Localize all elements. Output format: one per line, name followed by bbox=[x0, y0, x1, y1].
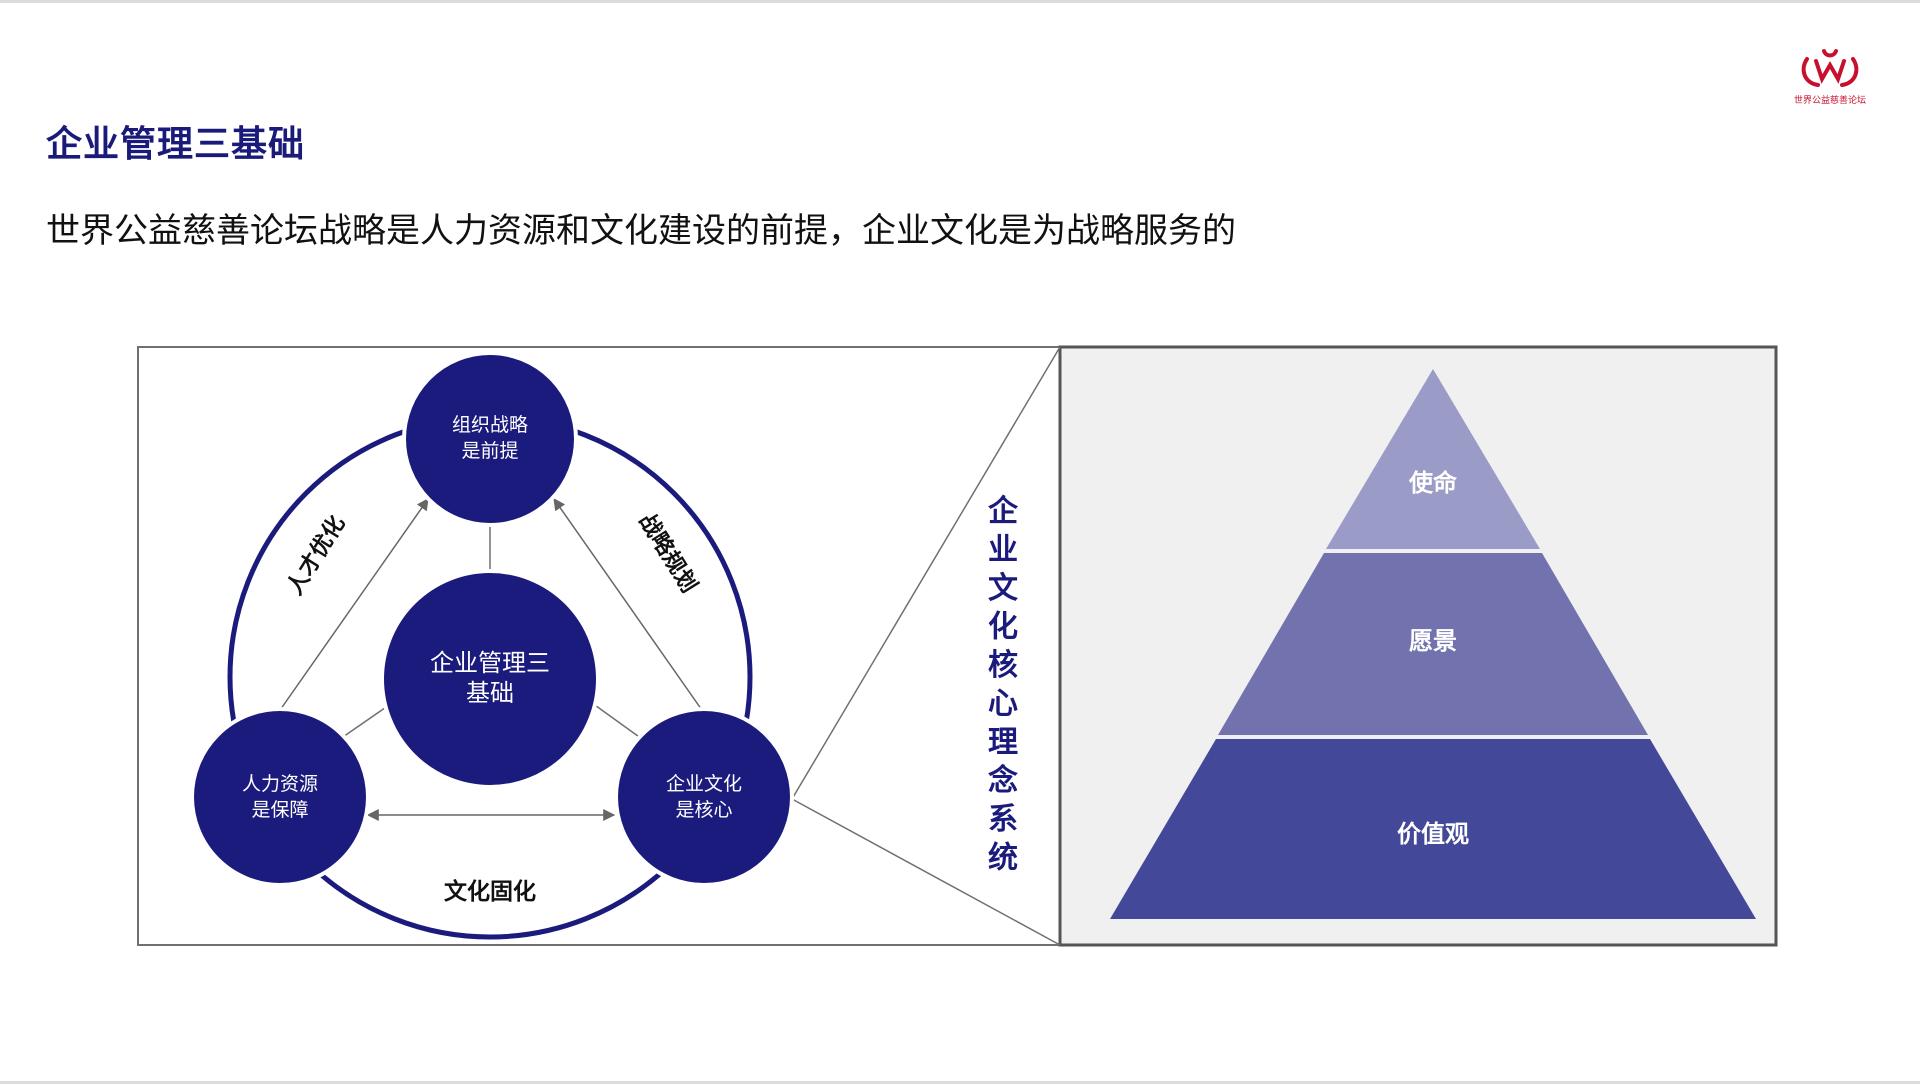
vertical-label-char: 核 bbox=[988, 648, 1018, 683]
arrow-right-to-top bbox=[553, 498, 705, 714]
node-right-label-line1: 企业文化 bbox=[666, 773, 742, 795]
spoke-right bbox=[591, 702, 643, 740]
vertical-label-char: 企 bbox=[988, 494, 1019, 529]
node-top bbox=[402, 351, 578, 527]
pyramid-label-vision: 愿景 bbox=[1409, 627, 1457, 655]
connector-line-top bbox=[791, 346, 1061, 800]
pyramid-level-bottom bbox=[1110, 739, 1756, 919]
vertical-label-char: 念 bbox=[988, 764, 1018, 799]
node-center-label-line2: 基础 bbox=[466, 679, 514, 707]
spoke-left bbox=[339, 702, 393, 740]
pyramid-level-top bbox=[1326, 369, 1540, 549]
diagram-canvas: 组织战略 是前提 企业管理三 基础 人力资源 是保障 企业文化 是核心 人才优化… bbox=[137, 345, 1778, 947]
logo: 世界公益慈善论坛 bbox=[1780, 41, 1880, 111]
node-center bbox=[380, 569, 600, 789]
vertical-label-char: 心 bbox=[988, 687, 1018, 722]
node-right bbox=[614, 707, 794, 887]
node-left-label-line1: 人力资源 bbox=[242, 773, 318, 795]
node-left bbox=[190, 707, 370, 887]
slide-title: 企业管理三基础 bbox=[46, 124, 306, 165]
connector-line-bottom bbox=[791, 798, 1061, 946]
vertical-label-char: 文 bbox=[988, 571, 1018, 606]
node-top-label-line2: 是前提 bbox=[461, 440, 518, 462]
vertical-label-char: 理 bbox=[988, 725, 1018, 760]
vertical-label-char: 业 bbox=[988, 533, 1018, 568]
pyramid-label-mission: 使命 bbox=[1408, 469, 1458, 497]
node-left-label-line2: 是保障 bbox=[251, 799, 308, 821]
pyramid-level-middle bbox=[1218, 553, 1648, 735]
vertical-label-char: 化 bbox=[988, 610, 1018, 645]
arrow-left-to-top bbox=[277, 498, 429, 714]
arc-bottom-label: 文化固化 bbox=[444, 878, 536, 905]
node-top-label-line1: 组织战略 bbox=[452, 414, 528, 436]
logo-mark: 世界公益慈善论坛 bbox=[1794, 49, 1866, 106]
pyramid-label-values: 价值观 bbox=[1397, 820, 1469, 848]
logo-caption: 世界公益慈善论坛 bbox=[1794, 94, 1866, 106]
vertical-label-char: 统 bbox=[988, 841, 1018, 876]
vertical-label-char: 系 bbox=[988, 802, 1018, 837]
node-center-label-line1: 企业管理三 bbox=[430, 649, 550, 677]
node-right-label-line2: 是核心 bbox=[675, 799, 732, 821]
slide-subtitle: 世界公益慈善论坛战略是人力资源和文化建设的前提，企业文化是为战略服务的 bbox=[46, 211, 1236, 251]
